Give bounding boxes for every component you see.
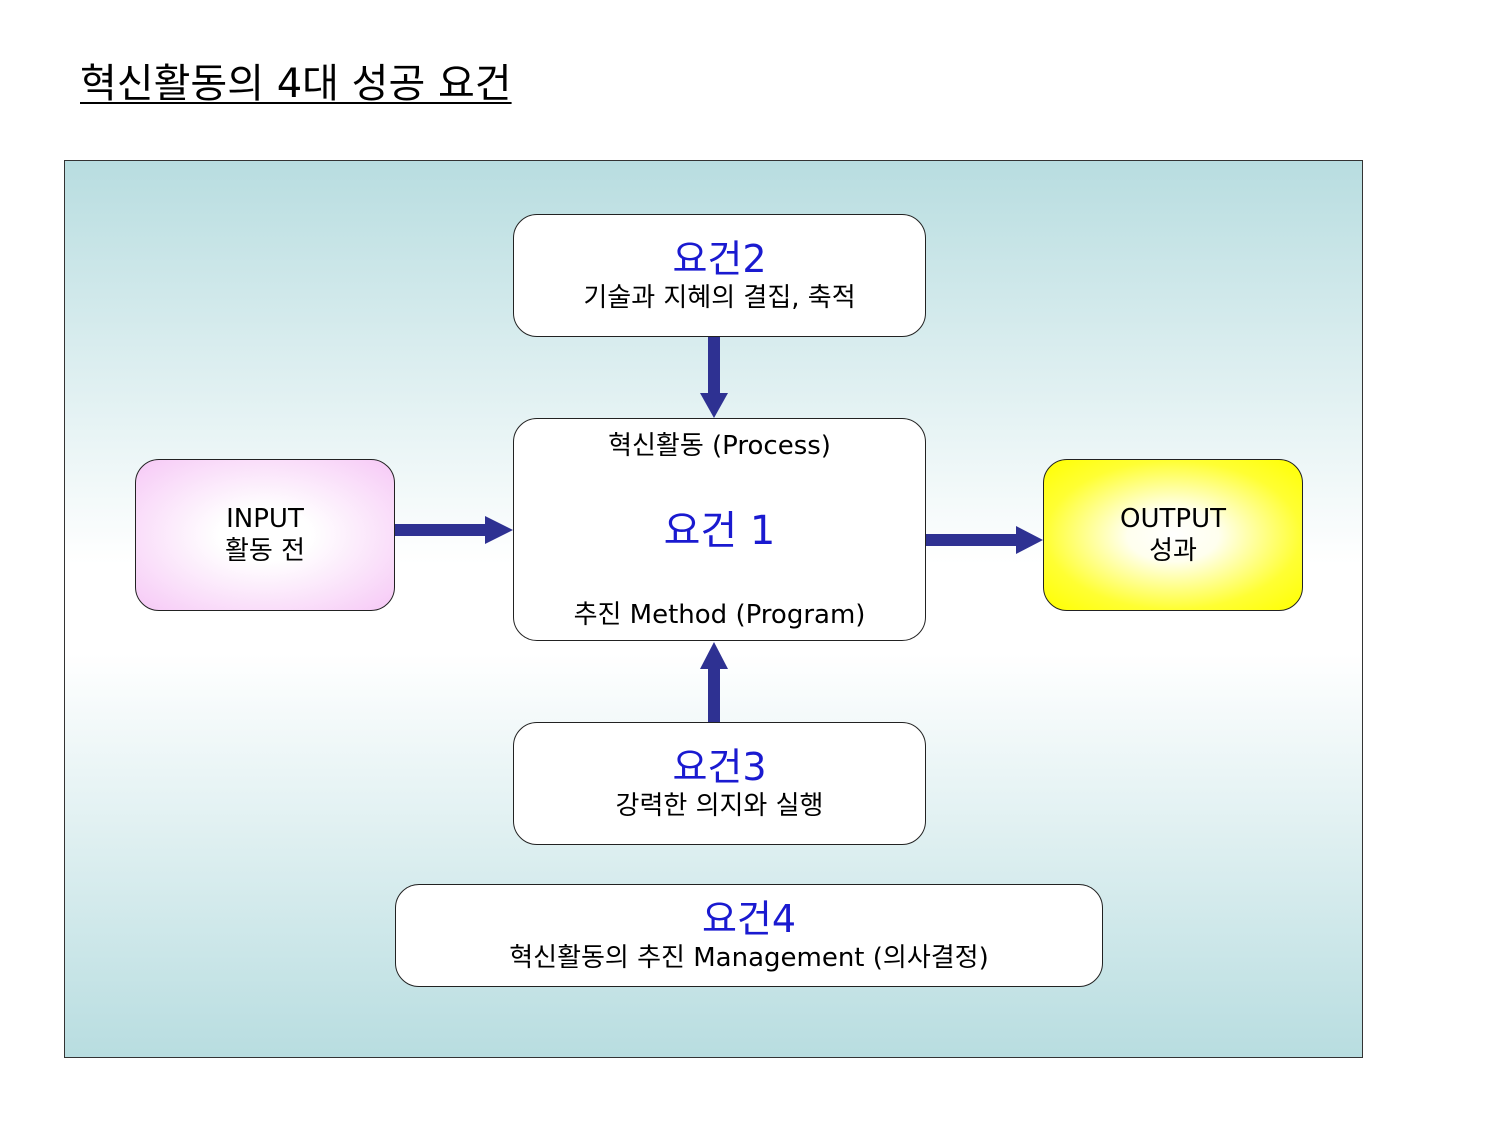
input-description: 활동 전 [224,536,306,566]
requirement-4-label: 요건4 [701,896,797,941]
output-label: OUTPUT [1120,504,1226,534]
requirement-1-label: 요건 1 [663,507,776,554]
process-heading: 혁신활동 (Process) [608,431,831,461]
page-title: 혁신활동의 4대 성공 요건 [80,61,512,107]
input-label: INPUT [226,504,304,534]
requirement-4-box: 요건4 혁신활동의 추진 Management (의사결정) [395,884,1103,987]
requirement-2-description: 기술과 지혜의 결집, 축적 [583,282,856,313]
requirement-3-description: 강력한 의지와 실행 [615,790,824,821]
process-method: 추진 Method (Program) [573,600,866,630]
requirement-2-label: 요건2 [672,236,767,281]
requirement-3-box: 요건3 강력한 의지와 실행 [513,722,926,845]
input-box: INPUT 활동 전 [135,459,395,611]
requirement-2-box: 요건2 기술과 지혜의 결집, 축적 [513,214,926,337]
output-box: OUTPUT 성과 [1043,459,1303,611]
output-description: 성과 [1149,536,1197,566]
requirement-1-process-box: 혁신활동 (Process) 요건 1 추진 Method (Program) [513,418,926,641]
requirement-4-description: 혁신활동의 추진 Management (의사결정) [509,942,989,973]
requirement-3-label: 요건3 [672,744,767,789]
